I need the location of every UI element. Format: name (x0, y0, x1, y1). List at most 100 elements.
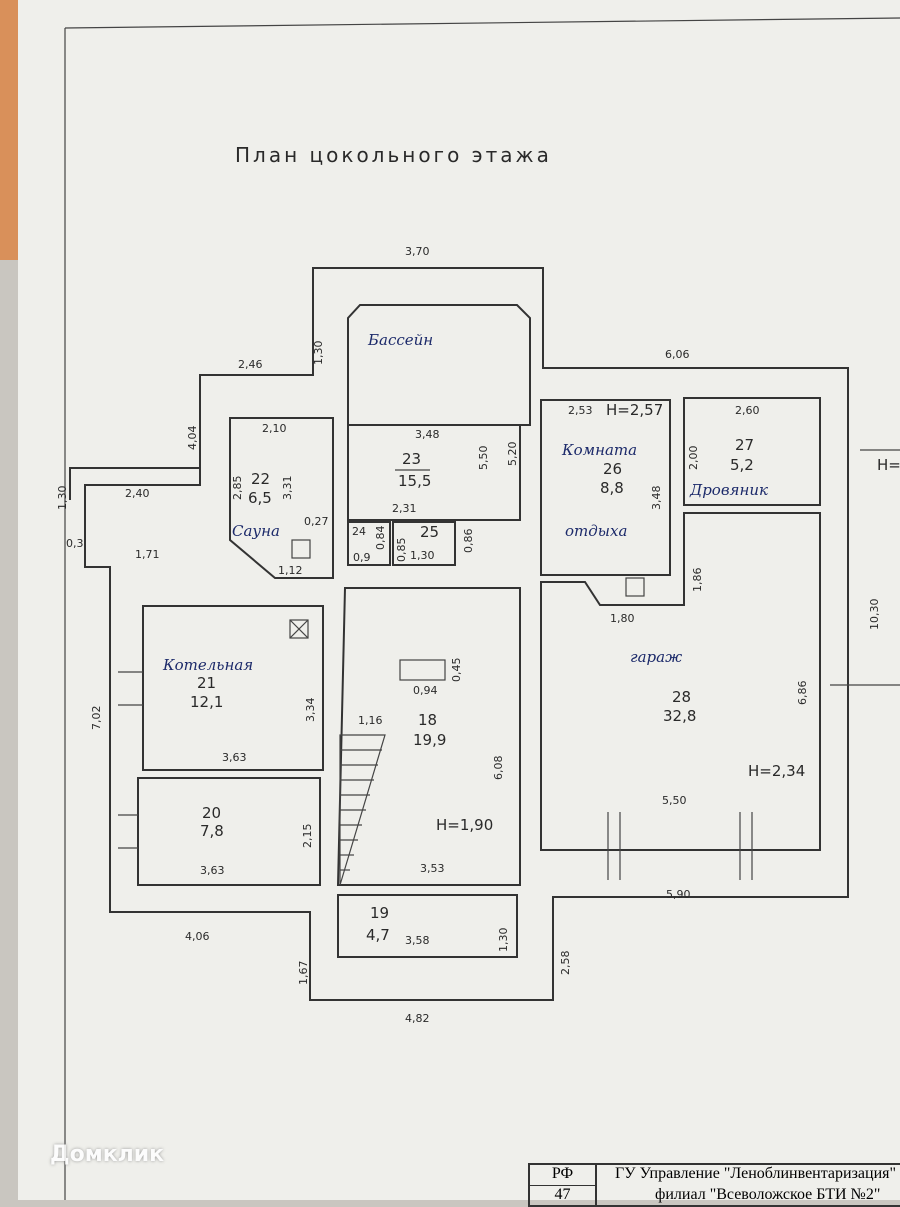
hatch (399, 659, 446, 681)
dimension-label: 2,15 (301, 824, 314, 849)
dimension-label: 5,50 (477, 446, 490, 471)
dimension-label: 2,85 (231, 476, 244, 501)
room-area: 6,5 (248, 489, 272, 507)
height-label: H= (877, 456, 900, 474)
dimension-label: 2,58 (559, 951, 572, 976)
dimension-label: 0,86 (462, 529, 475, 554)
room-area: 5,2 (730, 456, 754, 474)
room-22-sauna (229, 417, 334, 579)
room-name: Котельная (162, 656, 253, 674)
dimension-label: 4,82 (405, 1012, 430, 1025)
title-block: РФ 47 ГУ Управление "Леноблинвентаризаци… (528, 1163, 900, 1207)
vent-mark (289, 619, 309, 639)
room-25 (392, 521, 456, 566)
room-area: 12,1 (190, 693, 223, 711)
dimension-label: 4,06 (185, 930, 210, 943)
dimension-label: 2,00 (687, 446, 700, 471)
dimension-label: 10,30 (868, 599, 881, 631)
dimension-label: 3,48 (415, 428, 440, 441)
room-name: гараж (630, 648, 682, 666)
dimension-label: 2,31 (392, 502, 417, 515)
room-number: 22 (251, 470, 270, 488)
dimension-label: 7,02 (90, 706, 103, 731)
outer-wall (69, 267, 849, 1001)
room-number: 26 (603, 460, 622, 478)
dimension-label: 5,20 (506, 442, 519, 467)
dimension-label: 0,85 (395, 538, 408, 563)
dimension-label: 2,10 (262, 422, 287, 435)
dimension-label: 1,71 (135, 548, 160, 561)
room-area: 7,8 (200, 822, 224, 840)
dimension-label: 0,9 (353, 551, 371, 564)
plan-title: План цокольного этажа (235, 143, 552, 167)
stamp-divider (595, 1165, 597, 1205)
dimension-label: 0,84 (374, 526, 387, 551)
room-26 (540, 399, 671, 576)
pool-label: Бассейн (367, 331, 433, 349)
room-number: 24 (352, 525, 366, 538)
stair-steps (340, 749, 382, 871)
dimension-label: 4,04 (186, 426, 199, 451)
room-number: 18 (418, 711, 437, 729)
room-area: 19,9 (413, 731, 446, 749)
vent-icon (291, 539, 311, 559)
dimension-label: 1,86 (691, 568, 704, 593)
height-label: H=2,57 (606, 401, 663, 419)
dimension-label: 3,53 (420, 862, 445, 875)
room-name: Дровяник (689, 481, 768, 499)
outer-wall (199, 267, 345, 468)
room-number: 25 (420, 523, 439, 541)
room-number: 27 (735, 436, 754, 454)
dimension-label: 1,67 (297, 961, 310, 986)
height-label: H=1,90 (436, 816, 493, 834)
room-pool (347, 304, 531, 426)
dimension-label: 0,94 (413, 684, 438, 697)
dimension-label: 6,08 (492, 756, 505, 781)
room-number: 21 (197, 674, 216, 692)
room-area: 15,5 (398, 472, 431, 490)
dimension-label: 2,46 (238, 358, 263, 371)
room-name: Сауна (232, 522, 280, 540)
dimension-label: 3,31 (281, 476, 294, 501)
dimension-label: 1,12 (278, 564, 303, 577)
height-label: H=2,34 (748, 762, 805, 780)
dimension-label: 2,40 (125, 487, 150, 500)
dimension-label: 1,30 (312, 341, 325, 366)
dimension-label: 6,86 (796, 681, 809, 706)
dimension-label: 0,27 (304, 515, 329, 528)
dimension-label: 3,34 (304, 698, 317, 723)
door-marks (118, 449, 900, 880)
dimension-label: 6,06 (665, 348, 690, 361)
dimension-label: 2,60 (735, 404, 760, 417)
vent-icon (625, 577, 645, 597)
sheet-border (64, 17, 900, 29)
dimension-label: 5,50 (662, 794, 687, 807)
room-number: 28 (672, 688, 691, 706)
stamp-country: РФ (530, 1165, 597, 1186)
room-number: 20 (202, 804, 221, 822)
stamp-region: 47 (554, 1186, 571, 1203)
dimension-label: 0,3 (66, 537, 84, 550)
room-name: отдыха (565, 522, 627, 540)
room-27 (683, 397, 821, 506)
dimension-label: 2,53 (568, 404, 593, 417)
room-21 (142, 605, 324, 771)
room-area: 8,8 (600, 479, 624, 497)
room-area: 32,8 (663, 707, 696, 725)
stamp-branch: филиал "Всеволожское БТИ №2" (655, 1186, 881, 1203)
room-28-garage (540, 512, 821, 851)
dimension-label: 3,63 (200, 864, 225, 877)
room-24 (347, 521, 391, 566)
room-number: 19 (370, 904, 389, 922)
dimensions: 3,70 1,30 2,46 6,06 2,53 2,60 2,10 3,48 … (56, 245, 881, 1025)
room-area: 4,7 (366, 926, 390, 944)
room-20 (137, 777, 321, 886)
dimension-label: 3,48 (650, 486, 663, 511)
dimension-label: 3,70 (405, 245, 430, 258)
domclick-watermark: Домклик (50, 1142, 165, 1167)
dimension-label: 3,58 (405, 934, 430, 947)
dimension-label: 1,30 (56, 486, 69, 511)
stamp-organization: ГУ Управление "Леноблинвентаризация" (615, 1165, 897, 1182)
dimension-label: 5,90 (666, 888, 691, 901)
dimension-label: 1,30 (497, 928, 510, 953)
